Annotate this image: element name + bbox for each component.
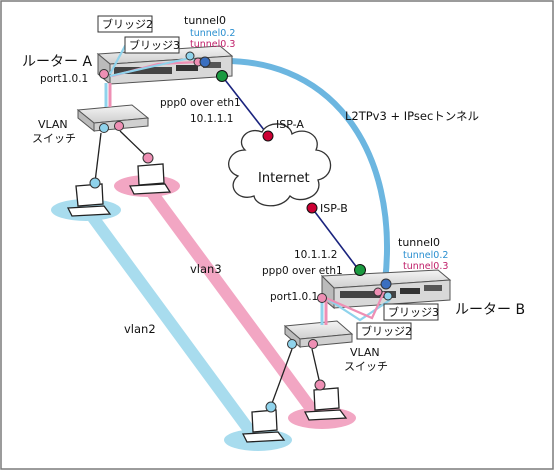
tunnel0-label-b: tunnel0 [398, 236, 440, 249]
port-nodes [89, 51, 393, 413]
vlan-switch-a-icon [76, 104, 150, 133]
bridge2-label-box-a [97, 15, 153, 33]
router-a-tunnel-node [199, 56, 211, 68]
laptop-b2-icon [303, 387, 348, 421]
port-label-b: port1.0.1 [270, 291, 318, 303]
router-b-eth1-port [354, 264, 366, 276]
tunnel-arc [202, 58, 390, 285]
ip-label-a: 10.1.1.1 [190, 113, 233, 125]
vlan2-ribbon [80, 202, 261, 444]
bridge3-label-a: ブリッジ3 [129, 38, 180, 52]
tunnel02-label-a: tunnel0.2 [190, 28, 235, 39]
tunnel03-label-a: tunnel0.3 [190, 39, 235, 50]
isp-b-node [306, 202, 318, 214]
tunnel03-label-b: tunnel0.3 [403, 261, 448, 272]
bridge2-link-b [325, 297, 391, 322]
isp-a-label: ISP-A [276, 118, 304, 131]
ppp0-label-b: ppp0 over eth1 [262, 265, 343, 277]
bridge3-label-box-a [124, 36, 180, 54]
bridge3-label-b: ブリッジ3 [388, 305, 439, 319]
bridge2-label-a: ブリッジ2 [102, 17, 153, 31]
router-b-label: ルーター B [455, 302, 525, 318]
vlan3-ribbon [141, 180, 324, 424]
router-a-eth1-port [216, 70, 228, 82]
vlan3-label: vlan3 [190, 262, 222, 276]
vlan-switch-a-label-line2: スイッチ [32, 132, 76, 145]
isp-b-label: ISP-B [320, 202, 348, 215]
router-a-port-node [99, 69, 109, 79]
vlan-switch-b-label-line2: スイッチ [344, 360, 388, 373]
vlan-switch-a-label-line1: VLAN [38, 118, 68, 131]
isp-a-node [262, 130, 274, 142]
cloud-icon [228, 123, 332, 207]
bridge2-label-b: ブリッジ2 [361, 324, 412, 338]
ppp0-label-a: ppp0 over eth1 [160, 97, 241, 109]
wire-lines [94, 130, 321, 407]
bridge2-label-box-b [356, 322, 412, 340]
vlan-switch-b-label-line1: VLAN [350, 346, 380, 359]
tunnel-description-label: L2TPv3 + IPsecトンネル [345, 109, 479, 123]
ip-label-b: 10.1.1.2 [294, 249, 337, 261]
isp-b-link [311, 207, 359, 270]
tunnel02-label-b: tunnel0.2 [403, 250, 448, 261]
isp-a-link [221, 75, 269, 136]
internet-label: Internet [258, 171, 310, 186]
tunnel0-label-a: tunnel0 [184, 14, 226, 27]
router-b-tunnel-node [380, 278, 392, 290]
router-b-port-node [317, 293, 327, 303]
vlan2-label: vlan2 [124, 322, 156, 336]
bridge3-label-box-b [383, 303, 439, 321]
port-label-a: port1.0.1 [40, 73, 88, 85]
router-a-label: ルーター A [22, 54, 92, 70]
laptop-a2-icon [128, 163, 172, 195]
bridge3-link-b [325, 291, 385, 320]
